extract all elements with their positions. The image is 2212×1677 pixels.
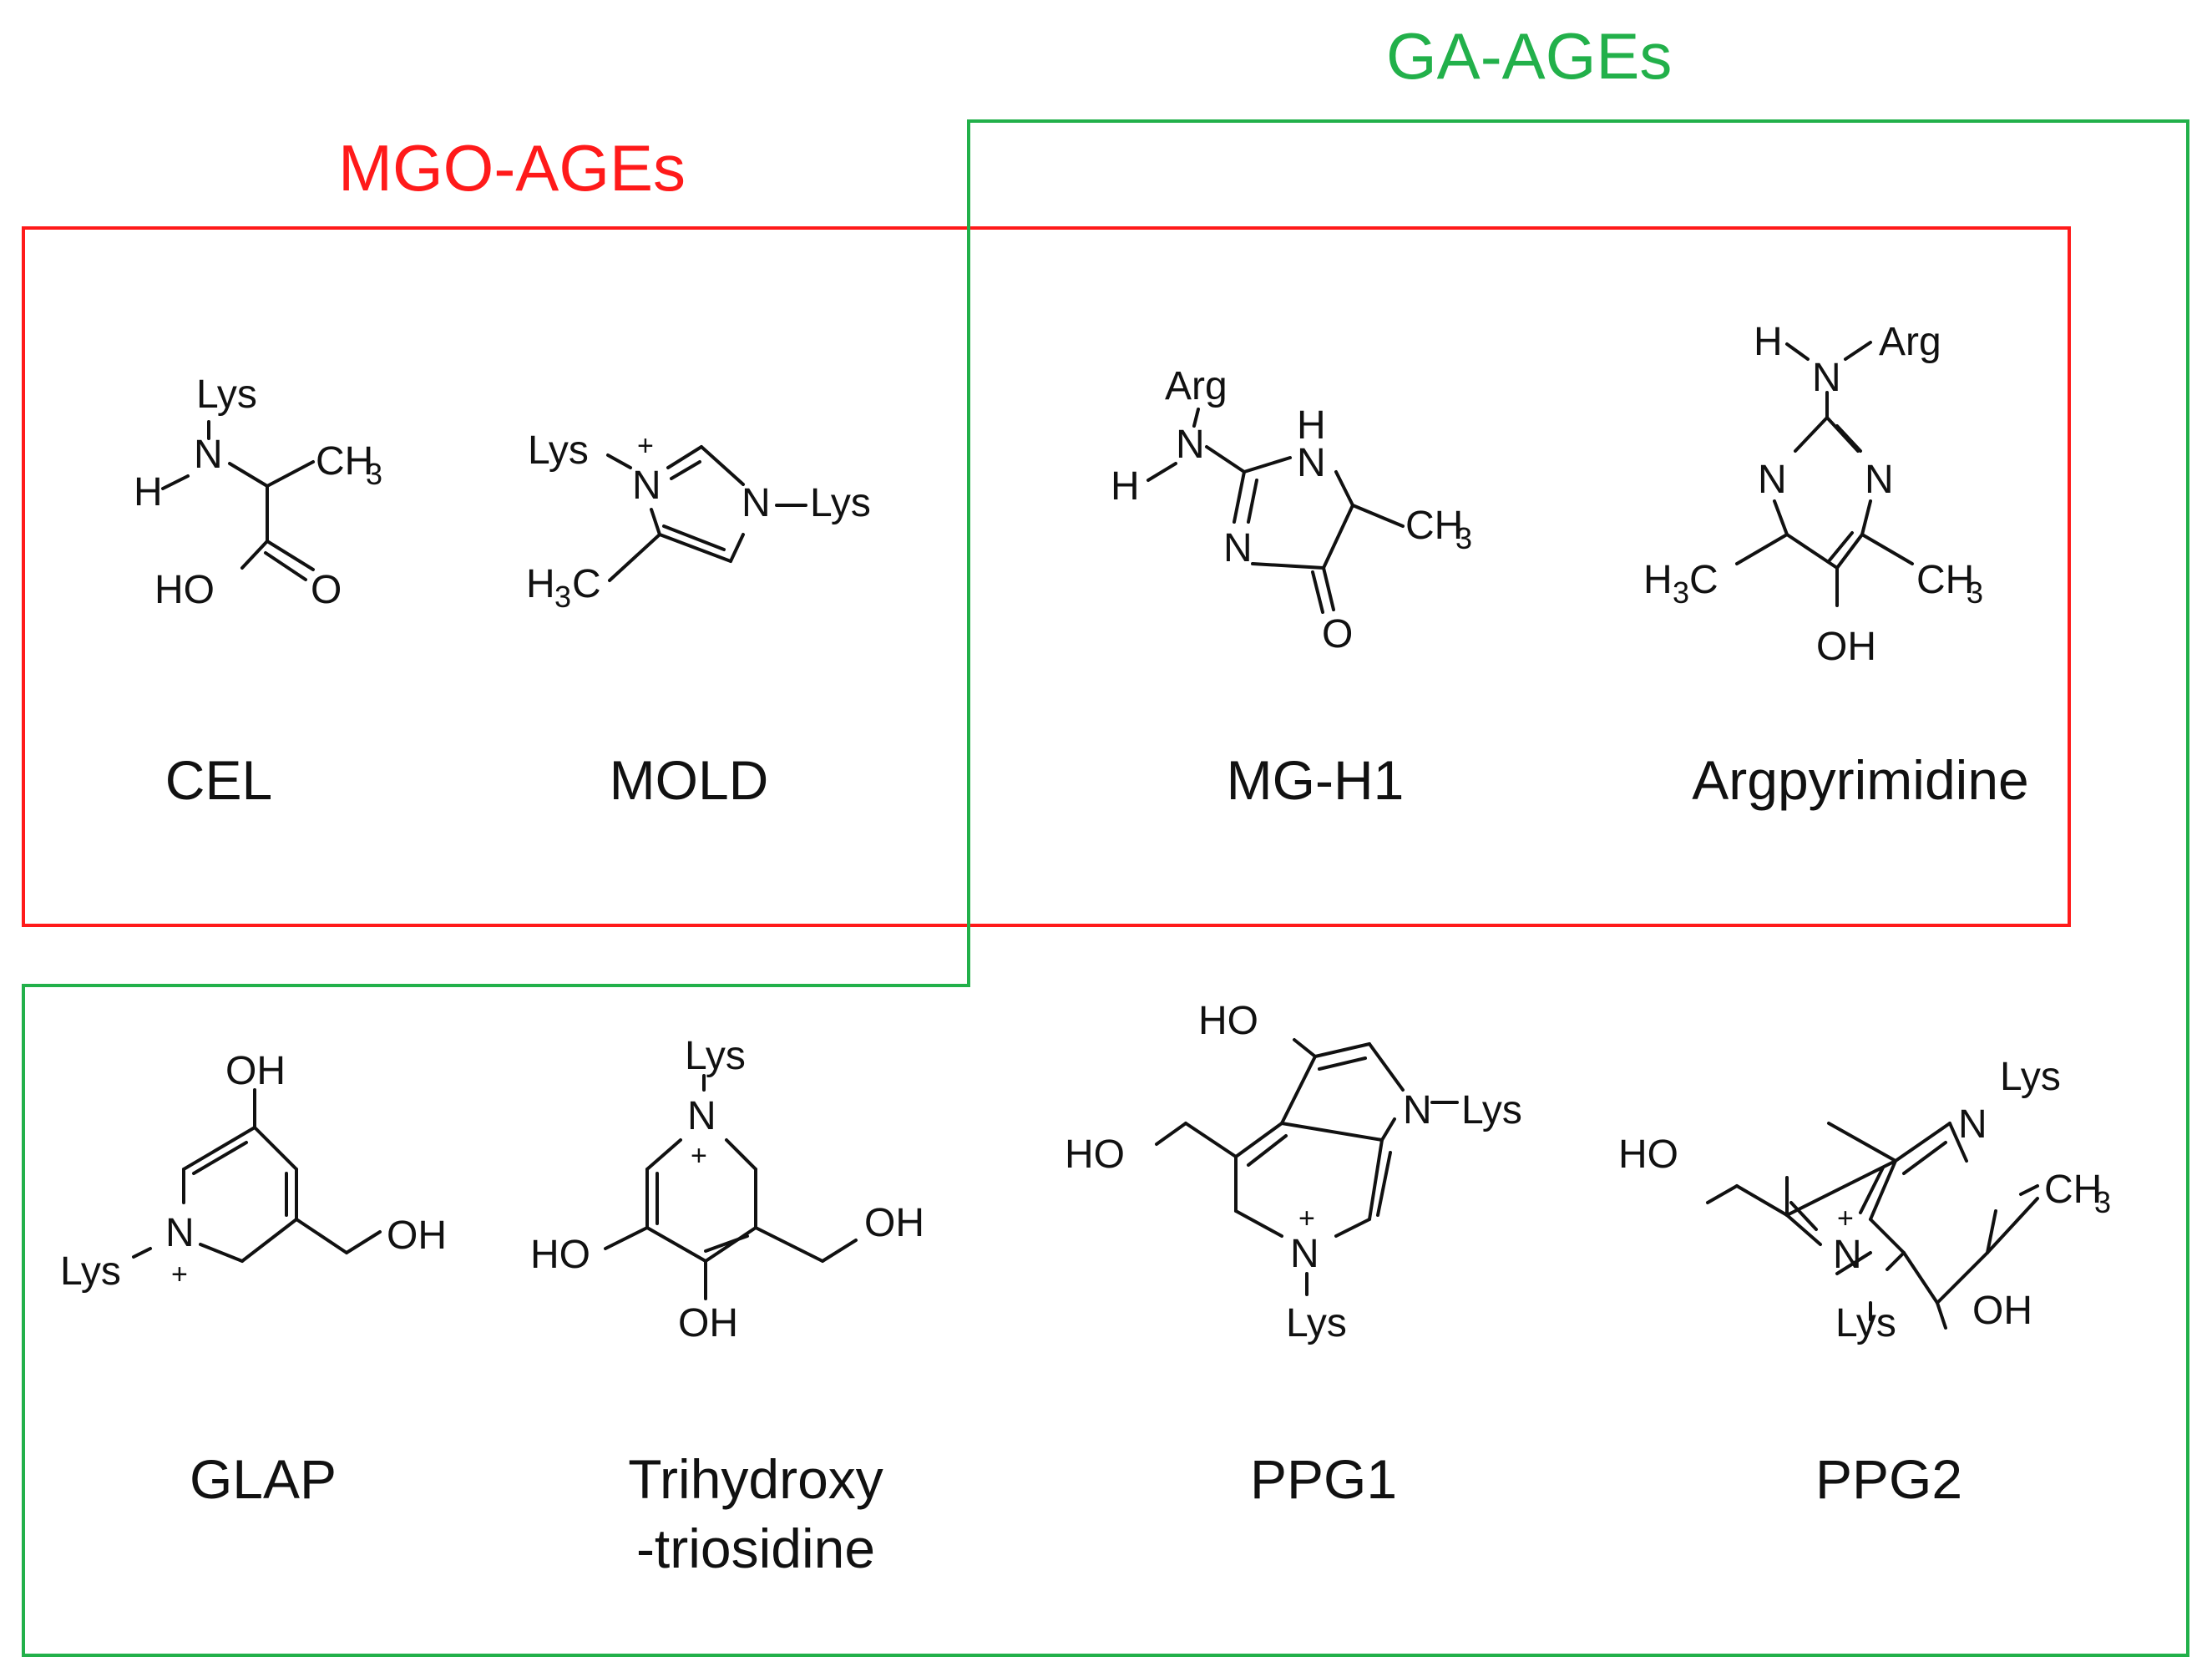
ppg2-3: 3	[2094, 1185, 2111, 1219]
trihydroxy-triosidine-structure	[604, 1074, 858, 1300]
ppg2-n-1: N	[1958, 1102, 1987, 1147]
argpy-h3c-c: C	[1689, 558, 1718, 602]
tht-lys: Lys	[685, 1034, 746, 1078]
cel-name: CEL	[165, 749, 273, 811]
mold-name: MOLD	[609, 749, 769, 811]
mold-n-2: N	[742, 481, 771, 525]
tht-oh-2: OH	[864, 1201, 924, 1245]
ppg2-name: PPG2	[1815, 1448, 1963, 1510]
tht-plus: +	[691, 1140, 707, 1172]
ppg2-ho: HO	[1618, 1132, 1678, 1177]
mgh1-ch: CH	[1405, 504, 1463, 548]
argpy-ch: CH	[1916, 558, 1974, 602]
cel-lys: Lys	[196, 372, 257, 417]
mgh1-n-2: N	[1297, 441, 1326, 485]
trihydroxy-name-line2: -triosidine	[635, 1517, 876, 1579]
ppg1-name: PPG1	[1249, 1448, 1398, 1510]
glap-plus: +	[171, 1259, 188, 1290]
ppg1-ho-2: HO	[1065, 1132, 1125, 1177]
mgh1-n-1: N	[1176, 423, 1205, 467]
argpy-h3c-h: H	[1643, 558, 1673, 602]
mgh1-h-1: H	[1111, 464, 1140, 509]
glap-name: GLAP	[189, 1448, 337, 1510]
mold-h3c-h: H	[526, 562, 555, 606]
ppg1-structure	[1155, 1038, 1459, 1296]
ppg1-n-1: N	[1403, 1088, 1432, 1132]
trihydroxy-triosidine-name: Trihydroxy -triosidine	[628, 1445, 883, 1583]
ppg2-lys-2: Lys	[1835, 1301, 1896, 1345]
ppg2-oh: OH	[1972, 1289, 2032, 1333]
mold-lys-1: Lys	[528, 428, 589, 473]
tht-n: N	[687, 1094, 716, 1138]
cel-3: 3	[366, 457, 382, 491]
cel-o: O	[311, 568, 342, 612]
ppg2-lys-1: Lys	[2000, 1055, 2061, 1099]
mgh1-arg: Arg	[1165, 364, 1227, 408]
argpyrimidine-structure	[1735, 341, 1914, 607]
ppg2-n-2: N	[1833, 1233, 1862, 1277]
mold-h3c-3: 3	[554, 580, 571, 614]
ga-ages-title: GA-AGEs	[1386, 19, 1673, 93]
mgo-ages-title: MGO-AGEs	[338, 131, 686, 205]
argpy-n-3: N	[1865, 458, 1894, 502]
mgh1-n-3: N	[1223, 526, 1253, 570]
mold-plus: +	[637, 430, 654, 462]
argpy-oh: OH	[1816, 625, 1876, 669]
glap-oh-1: OH	[225, 1049, 286, 1093]
mold-n-1: N	[632, 464, 661, 508]
ppg1-plus: +	[1298, 1203, 1315, 1234]
ppg2-plus: +	[1837, 1203, 1854, 1234]
ppg1-lys-2: Lys	[1286, 1301, 1347, 1345]
cel-h: H	[134, 470, 163, 514]
mg-h1-name: MG-H1	[1226, 749, 1405, 811]
cel-ho: HO	[154, 568, 215, 612]
argpy-h3c-3: 3	[1673, 575, 1689, 610]
ppg1-n-2: N	[1290, 1232, 1319, 1276]
cel-structure	[161, 420, 315, 581]
mgo-ages-frame	[22, 226, 2071, 927]
glap-structure	[132, 1088, 382, 1263]
argpy-arg: Arg	[1879, 320, 1941, 364]
mgh1-h-2: H	[1297, 403, 1326, 448]
mold-structure	[606, 445, 807, 582]
ppg1-ho-1: HO	[1198, 999, 1258, 1043]
trihydroxy-name-line1: Trihydroxy	[628, 1448, 883, 1510]
ppg2-structure	[1706, 1122, 2039, 1330]
tht-oh-1: OH	[678, 1301, 738, 1345]
argpyrimidine-name: Argpyrimidine	[1692, 749, 2029, 811]
ppg1-lys-1: Lys	[1461, 1088, 1522, 1132]
ga-ages-frame	[22, 119, 2189, 1657]
cel-ch: CH	[316, 439, 373, 484]
argpy-3: 3	[1967, 575, 1983, 610]
glap-n: N	[165, 1211, 195, 1255]
tht-ho: HO	[530, 1233, 590, 1277]
cel-n: N	[194, 433, 223, 477]
argpy-n-2: N	[1758, 458, 1787, 502]
mold-lys-2: Lys	[810, 481, 871, 525]
mgh1-o: O	[1322, 612, 1353, 656]
ppg2-ch: CH	[2044, 1168, 2102, 1212]
argpy-h: H	[1754, 320, 1783, 364]
mg-h1-structure	[1146, 408, 1405, 614]
argpy-n-1: N	[1812, 356, 1841, 400]
mold-h3c-c: C	[572, 562, 601, 606]
glap-oh-2: OH	[387, 1213, 447, 1258]
glap-lys: Lys	[60, 1249, 121, 1294]
mgh1-3: 3	[1455, 521, 1472, 555]
